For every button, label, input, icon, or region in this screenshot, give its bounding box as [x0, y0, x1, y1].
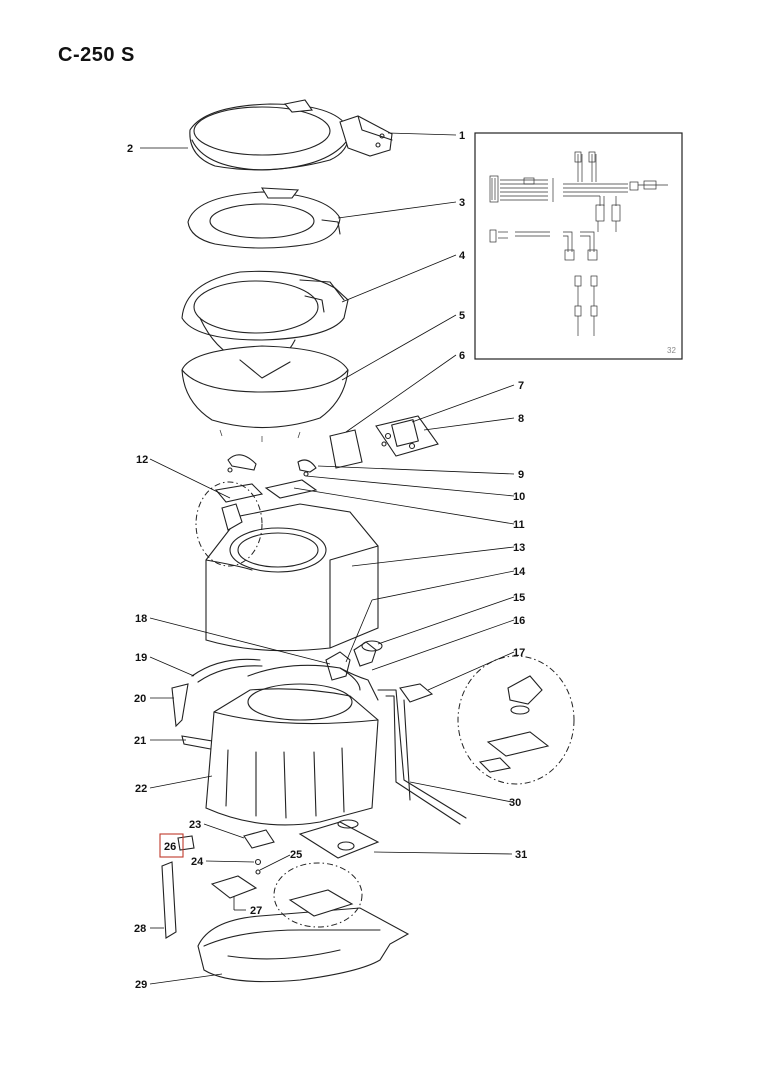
part-housing	[205, 503, 379, 652]
leader-lines	[140, 132, 515, 985]
label-12: 12	[136, 454, 148, 466]
label-13: 13	[513, 542, 525, 554]
part-waste-tank	[205, 664, 379, 826]
inset-number: 32	[667, 346, 676, 355]
label-26: 26	[164, 841, 176, 853]
label-1: 1	[459, 130, 465, 142]
label-6: 6	[459, 350, 465, 362]
part-28-handle	[161, 861, 177, 939]
label-29: 29	[135, 979, 147, 991]
label-11: 11	[513, 519, 525, 531]
label-4: 4	[459, 250, 466, 262]
part-base-detail	[288, 889, 354, 917]
detail-circle-base	[273, 862, 363, 928]
label-16: 16	[513, 615, 525, 627]
part-valve-assembly	[325, 640, 383, 701]
label-2: 2	[127, 143, 133, 155]
label-10: 10	[513, 491, 525, 503]
label-30: 30	[509, 797, 521, 809]
detail-circle-right	[457, 655, 575, 785]
label-28: 28	[134, 923, 146, 935]
label-21: 21	[134, 735, 146, 747]
part-lid	[189, 99, 350, 171]
label-19: 19	[135, 652, 147, 664]
label-25: 25	[290, 849, 302, 861]
part-detail-fittings	[478, 675, 550, 773]
wiring-harness-inset: 32	[474, 132, 683, 360]
label-24: 24	[191, 856, 204, 868]
part-labels: 1 2 3 4 5 6 7 8 9 10 11 12 13 14 15 16 1…	[127, 130, 527, 991]
part-17-clip	[399, 683, 434, 703]
label-18: 18	[135, 613, 147, 625]
part-hinge	[339, 115, 393, 157]
label-3: 3	[459, 197, 465, 209]
label-5: 5	[459, 310, 465, 322]
label-17: 17	[513, 647, 525, 659]
part-base	[197, 907, 410, 983]
part-bowl	[181, 270, 349, 379]
detail-circle-upper	[195, 481, 263, 567]
part-26-tag	[177, 835, 195, 851]
label-15: 15	[513, 592, 525, 604]
part-upper-shell	[181, 345, 349, 442]
label-31: 31	[515, 849, 527, 861]
part-19-strap	[191, 658, 261, 677]
label-8: 8	[518, 413, 524, 425]
label-23: 23	[189, 819, 201, 831]
label-22: 22	[135, 783, 147, 795]
part-30-pipe	[377, 689, 467, 825]
part-valve-detail	[221, 503, 243, 531]
label-9: 9	[518, 469, 524, 481]
part-control-panel	[375, 415, 439, 457]
part-23-coupling	[243, 829, 275, 849]
part-20-nozzle	[171, 683, 189, 728]
part-seat-ring	[187, 187, 341, 249]
page-title: C-250 S	[58, 44, 135, 66]
label-26-highlight	[159, 833, 184, 858]
part-small-brackets	[214, 454, 318, 503]
part-31-plate	[298, 821, 380, 859]
label-20: 20	[134, 693, 146, 705]
label-14: 14	[513, 566, 526, 578]
part-24-screw	[254, 858, 262, 866]
part-card	[329, 429, 363, 469]
label-27: 27	[250, 905, 262, 917]
label-7: 7	[518, 380, 524, 392]
part-27-plate	[210, 875, 258, 899]
